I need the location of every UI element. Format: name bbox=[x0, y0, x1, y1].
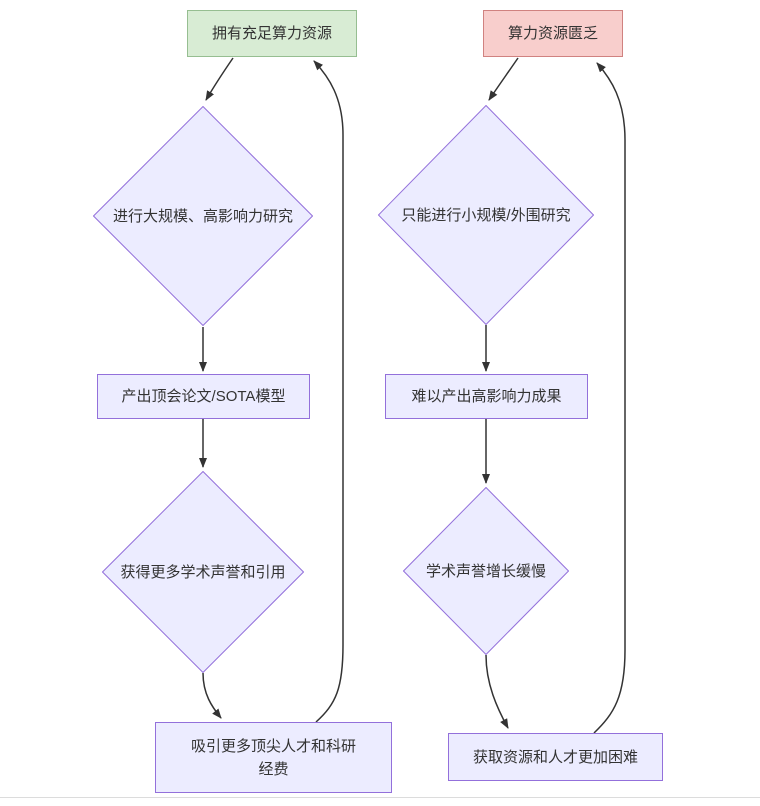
diamond-shape bbox=[102, 471, 304, 673]
node-left-end-label: 吸引更多顶尖人才和科研经费 bbox=[190, 737, 356, 778]
node-right-reputation: 学术声誉增长缓慢 bbox=[403, 487, 569, 655]
node-left-research-label: 进行大规模、高影响力研究 bbox=[112, 207, 293, 225]
node-left-start: 拥有充足算力资源 bbox=[187, 10, 357, 57]
node-left-output: 产出顶会论文/SOTA模型 bbox=[97, 374, 310, 419]
canvas-bottom-border bbox=[0, 797, 760, 798]
node-left-output-label: 产出顶会论文/SOTA模型 bbox=[121, 388, 286, 405]
node-right-end: 获取资源和人才更加困难 bbox=[448, 733, 663, 781]
node-right-output-label: 难以产出高影响力成果 bbox=[411, 388, 562, 405]
edge-right-start-to-research bbox=[488, 57, 519, 101]
edge-left-reputation-to-end bbox=[202, 672, 222, 719]
node-right-start: 算力资源匮乏 bbox=[483, 10, 623, 57]
node-right-reputation-label: 学术声誉增长缓慢 bbox=[425, 562, 546, 580]
node-left-start-label: 拥有充足算力资源 bbox=[211, 25, 332, 42]
node-right-end-label: 获取资源和人才更加困难 bbox=[472, 748, 638, 766]
node-left-reputation: 获得更多学术声誉和引用 bbox=[102, 471, 304, 673]
node-left-reputation-label: 获得更多学术声誉和引用 bbox=[120, 563, 286, 581]
node-left-research: 进行大规模、高影响力研究 bbox=[93, 106, 313, 326]
node-right-research: 只能进行小规模/外围研究 bbox=[378, 105, 594, 325]
edge-right-reputation-to-end bbox=[485, 654, 509, 729]
node-right-start-label: 算力资源匮乏 bbox=[507, 25, 598, 42]
diamond-shape bbox=[93, 106, 313, 326]
node-left-end: 吸引更多顶尖人才和科研经费 bbox=[155, 722, 392, 793]
edge-right-end-to-start-loop bbox=[593, 62, 626, 734]
edge-left-start-to-research bbox=[205, 57, 234, 101]
edge-left-end-to-start-loop bbox=[313, 60, 344, 723]
node-right-output: 难以产出高影响力成果 bbox=[385, 374, 588, 419]
diamond-shape bbox=[403, 487, 569, 655]
node-right-research-label: 只能进行小规模/外围研究 bbox=[401, 206, 571, 224]
diamond-shape bbox=[378, 105, 594, 325]
